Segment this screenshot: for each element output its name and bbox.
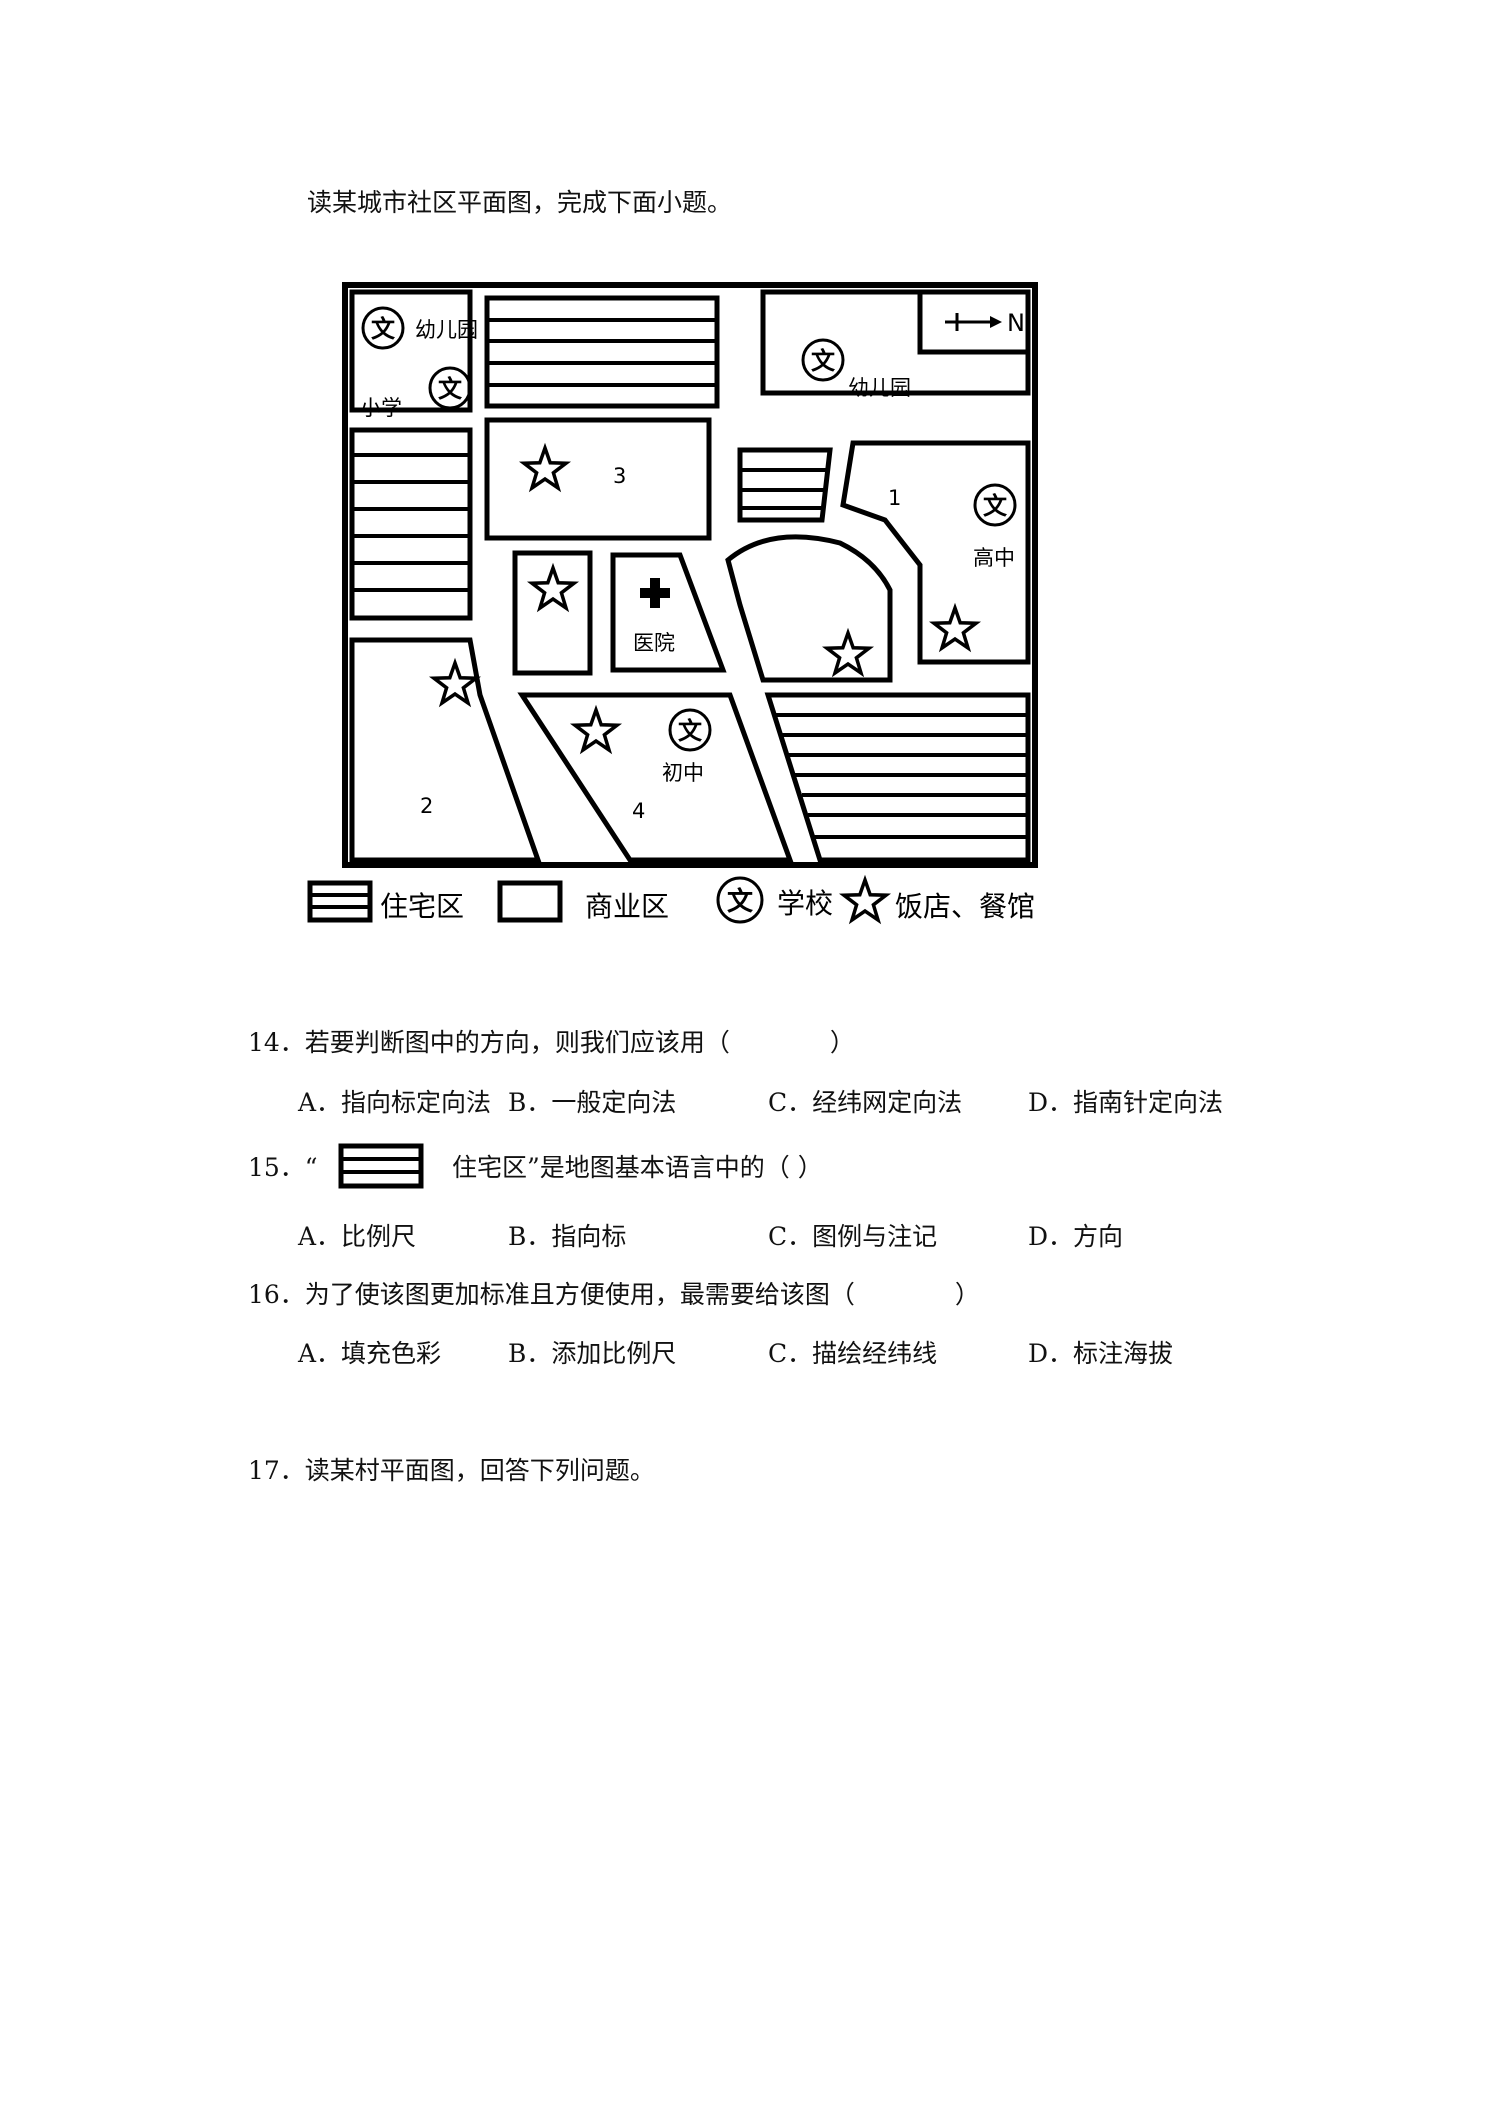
question-16-stem: 16．为了使该图更加标准且方便使用，最需要给该图（ ）	[248, 1280, 980, 1309]
block-2	[349, 637, 542, 863]
legend-school-icon: 文	[716, 876, 764, 924]
question-14-option-d: D．指南针定向法	[1028, 1088, 1224, 1117]
school-icon: 文	[801, 338, 845, 382]
restaurant-star-icon	[522, 446, 568, 490]
legend-residential-icon	[307, 880, 373, 923]
label-num-2: 2	[420, 794, 433, 818]
restaurant-star-icon	[932, 606, 978, 650]
north-label: N	[1007, 309, 1025, 337]
svg-text:文: 文	[727, 886, 754, 917]
block-narrow	[512, 550, 593, 676]
label-num-1: 1	[888, 486, 901, 510]
label-kindergarten-nw: 幼儿园	[415, 318, 478, 342]
question-14-stem: 14．若要判断图中的方向，则我们应该用（ ）	[248, 1028, 855, 1057]
label-primary-school: 小学	[360, 396, 402, 420]
north-arrow-icon	[945, 313, 1002, 331]
question-17-stem: 17．读某村平面图，回答下列问题。	[248, 1456, 655, 1485]
map-frame	[342, 282, 1038, 868]
question-14-option-b: B．一般定向法	[508, 1088, 677, 1117]
restaurant-star-icon	[573, 708, 619, 752]
hospital-cross-icon	[640, 578, 670, 608]
block-hospital	[610, 552, 727, 673]
question-16-option-a: A．填充色彩	[298, 1339, 442, 1368]
block-residential-bottom-right	[764, 692, 1031, 863]
north-arrow-box	[917, 289, 1031, 355]
block-4	[517, 692, 794, 863]
block-residential-center	[737, 447, 833, 523]
label-num-4: 4	[632, 799, 645, 823]
school-icon: 文	[668, 708, 712, 752]
svg-text:文: 文	[371, 315, 396, 343]
block-3	[484, 417, 712, 541]
svg-text:文: 文	[811, 347, 836, 375]
label-kindergarten-ne: 幼儿园	[848, 376, 911, 400]
school-icon: 文	[428, 366, 472, 410]
restaurant-star-icon	[825, 631, 871, 675]
restaurant-star-icon	[530, 566, 576, 610]
block-residential-top	[484, 295, 720, 409]
label-num-3: 3	[613, 464, 626, 488]
question-16-option-b: B．添加比例尺	[508, 1339, 677, 1368]
question-15-option-d: D．方向	[1028, 1222, 1124, 1251]
svg-text:文: 文	[983, 492, 1008, 520]
residential-legend-icon	[338, 1143, 424, 1189]
legend-restaurant-label: 饭店、餐馆	[895, 890, 1035, 923]
block-center-curved	[725, 534, 893, 683]
label-high-school: 高中	[973, 546, 1015, 570]
block-school-nw	[349, 289, 473, 413]
question-14-option-a: A．指向标定向法	[298, 1088, 492, 1117]
question-16-option-d: D．标注海拔	[1028, 1339, 1174, 1368]
question-14-option-c: C．经纬网定向法	[768, 1088, 963, 1117]
legend-commercial-icon	[497, 880, 563, 923]
block-residential-left	[349, 427, 473, 621]
question-16-option-c: C．描绘经纬线	[768, 1339, 938, 1368]
legend-residential-label: 住宅区	[380, 890, 464, 923]
legend-restaurant-star-icon	[842, 878, 888, 922]
school-icon: 文	[361, 306, 405, 350]
question-15-stem-prefix: 15．“	[248, 1153, 318, 1182]
legend-school-label: 学校	[777, 887, 833, 920]
legend-commercial-label: 商业区	[585, 890, 669, 923]
label-middle-school: 初中	[662, 761, 704, 785]
label-hospital: 医院	[633, 631, 675, 655]
question-15-stem-suffix: 住宅区”是地图基本语言中的（ ）	[452, 1153, 823, 1182]
school-icon: 文	[973, 483, 1017, 527]
svg-text:文: 文	[438, 375, 463, 403]
intro-text: 读某城市社区平面图，完成下面小题。	[307, 188, 733, 217]
legend: 住宅区 商业区 文 学校 饭店、餐馆	[307, 876, 1035, 924]
question-15-option-a: A．比例尺	[298, 1222, 417, 1251]
community-map: N 文	[307, 282, 1038, 924]
restaurant-star-icon	[432, 661, 478, 705]
question-15-option-b: B．指向标	[508, 1222, 627, 1251]
block-1	[840, 440, 1031, 665]
svg-text:文: 文	[678, 717, 703, 745]
question-15-option-c: C．图例与注记	[768, 1222, 938, 1251]
